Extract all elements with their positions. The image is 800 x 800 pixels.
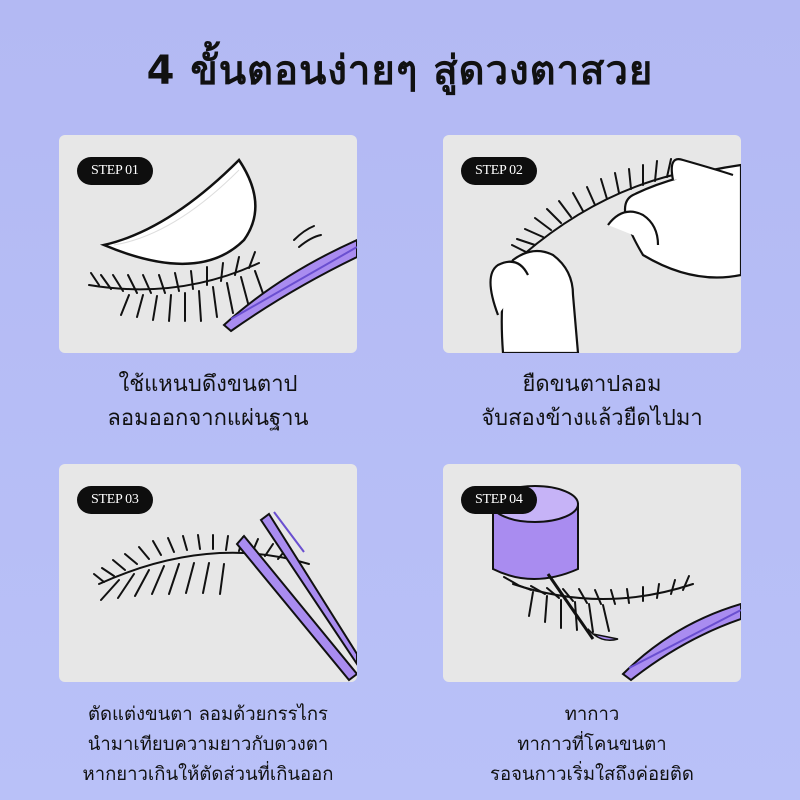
tweezers-icon bbox=[621, 602, 741, 682]
step-4-badge: STEP 04 bbox=[461, 486, 537, 514]
step-3-caption-line-1: ตัดแต่งขนตา ลอมด้วยกรรไกร bbox=[88, 704, 328, 725]
step-3-caption: ตัดแต่งขนตา ลอมด้วยกรรไกร นำมาเทียบความย… bbox=[38, 700, 378, 790]
step-3-card: STEP 03 bbox=[59, 464, 357, 682]
step-1-caption: ใช้แหนบดึงขนตาป ลอมออกจากแผ่นฐาน bbox=[38, 368, 378, 436]
step-3-caption-line-2: นำมาเทียบความยาวกับดวงตา bbox=[87, 734, 329, 755]
step-3-badge: STEP 03 bbox=[77, 486, 153, 514]
step-2-caption: ยืดขนตาปลอม จับสองข้างแล้วยืดไปมา bbox=[422, 368, 762, 436]
eyelash-icon bbox=[88, 225, 322, 322]
step-1-caption-line-1: ใช้แหนบดึงขนตาป bbox=[118, 372, 298, 397]
step-2-caption-line-2: จับสองข้างแล้วยืดไปมา bbox=[481, 406, 703, 431]
step-2-card: STEP 02 bbox=[443, 135, 741, 353]
step-3-illustration bbox=[93, 511, 357, 682]
tweezers-icon bbox=[222, 238, 357, 333]
step-2-caption-line-1: ยืดขนตาปลอม bbox=[522, 372, 662, 397]
step-4-card: STEP 04 bbox=[443, 464, 741, 682]
step-4-caption-line-1: ทากาว bbox=[564, 704, 620, 725]
eyelash-icon bbox=[503, 575, 694, 633]
step-1-card: STEP 01 bbox=[59, 135, 357, 353]
step-1-illustration bbox=[88, 158, 357, 333]
step-2-badge: STEP 02 bbox=[461, 157, 537, 185]
step-1-badge: STEP 01 bbox=[77, 157, 153, 185]
eyelash-icon bbox=[511, 158, 674, 256]
tweezers-icon bbox=[235, 511, 357, 682]
step-1-caption-line-2: ลอมออกจากแผ่นฐาน bbox=[107, 406, 309, 431]
step-4-caption: ทากาว ทากาวที่โคนขนตา รอจนกาวเริ่มใสถึงค… bbox=[422, 700, 762, 790]
step-4-illustration bbox=[491, 485, 741, 682]
page-title: 4 ขั้นตอนง่ายๆ สู่ดวงตาสวย bbox=[146, 48, 654, 94]
step-4-caption-line-2: ทากาวที่โคนขนตา bbox=[517, 734, 667, 755]
step-3-caption-line-3: หากยาวเกินให้ตัดส่วนที่เกินออก bbox=[82, 764, 334, 785]
fingers-icon bbox=[489, 158, 741, 353]
step-4-caption-line-3: รอจนกาวเริ่มใสถึงค่อยติด bbox=[490, 764, 694, 785]
step-2-illustration bbox=[489, 158, 741, 353]
